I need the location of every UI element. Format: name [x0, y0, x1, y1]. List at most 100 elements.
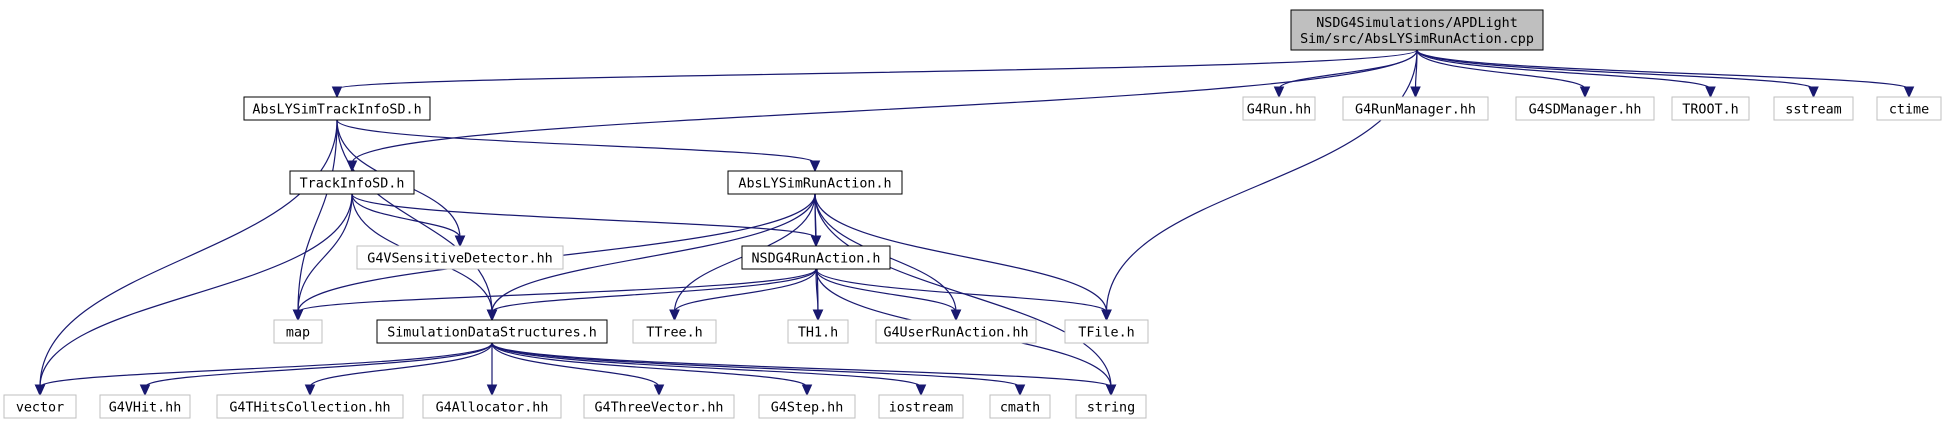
edges-layer [34, 49, 1915, 397]
arrowhead-main-to-sstream [1808, 86, 1819, 99]
node-ctime: ctime [1876, 96, 1942, 121]
arrowhead-simdata-to-g4step [801, 384, 813, 397]
node-box-g4threevector [583, 394, 735, 419]
node-box-iostream [878, 394, 964, 419]
node-cmath: cmath [989, 394, 1051, 419]
edge-trackinfo_abs-to-runaction_abs [336, 119, 816, 164]
edge-main-to-ctime [1416, 49, 1910, 90]
arrowhead-trackinfo_abs-to-runaction_abs [809, 160, 821, 173]
node-box-ttree [632, 319, 717, 344]
node-label-g4step: G4Step.hh [771, 401, 844, 416]
node-box-string [1075, 394, 1147, 419]
node-box-trackinfosd [289, 170, 415, 195]
node-label-trackinfo_abs: AbsLYSimTrackInfoSD.h [252, 103, 421, 118]
node-label-map: map [286, 326, 310, 341]
arrowhead-nsdrunaction-to-simdata [486, 309, 498, 322]
node-trackinfo_abs[interactable]: AbsLYSimTrackInfoSD.h [243, 96, 431, 121]
node-label-main: NSDG4Simulations/APDLight [1316, 16, 1518, 31]
arrowhead-main-to-trackinfo_abs [331, 86, 343, 99]
edge-nsdrunaction-to-tfile [815, 268, 1108, 313]
edge-trackinfo_abs-to-map [297, 119, 338, 313]
arrowhead-main-to-g4run [1273, 86, 1285, 99]
edge-runaction_abs-to-tfile [814, 193, 1108, 313]
edge-nsdrunaction-to-simdata [491, 268, 817, 313]
node-label-simdata: SimulationDataStructures.h [387, 326, 597, 341]
edge-nsdrunaction-to-th1 [815, 268, 819, 313]
node-box-g4vsensitive [356, 245, 564, 270]
arrowhead-simdata-to-g4vhit [139, 384, 151, 397]
edge-simdata-to-iostream [491, 342, 922, 388]
node-iostream: iostream [878, 394, 964, 419]
arrowhead-nsdrunaction-to-th1 [812, 309, 824, 322]
node-box-nsdrunaction [741, 245, 891, 270]
edge-main-to-trackinfosd [351, 49, 1418, 164]
node-label-ctime: ctime [1889, 103, 1929, 118]
edge-runaction_abs-to-string [814, 193, 1112, 388]
node-g4step: G4Step.hh [758, 394, 856, 419]
node-box-sstream [1773, 96, 1854, 121]
node-nsdrunaction[interactable]: NSDG4RunAction.h [741, 245, 891, 270]
node-box-troot [1671, 96, 1750, 121]
arrowhead-nsdrunaction-to-g4userrunaction [950, 309, 962, 322]
node-box-trackinfo_abs [243, 96, 431, 121]
edge-trackinfosd-to-nsdrunaction [351, 193, 817, 239]
node-label-nsdrunaction: NSDG4RunAction.h [752, 252, 881, 267]
node-g4vhit: G4VHit.hh [99, 394, 191, 419]
edge-main-to-g4sdmanager [1416, 49, 1586, 90]
node-label-sstream: sstream [1785, 103, 1841, 118]
node-simdata[interactable]: SimulationDataStructures.h [376, 319, 608, 344]
node-box-vector [3, 394, 77, 419]
node-box-tfile [1064, 319, 1149, 344]
node-box-th1 [787, 319, 849, 344]
arrowhead-simdata-to-vector [34, 384, 46, 397]
node-label-ttree: TTree.h [646, 326, 702, 341]
edge-trackinfo_abs-to-vector [39, 119, 338, 388]
node-label-main: Sim/src/AbsLYSimRunAction.cpp [1300, 32, 1534, 47]
node-label-iostream: iostream [889, 401, 954, 416]
node-box-cmath [989, 394, 1051, 419]
node-g4allocator: G4Allocator.hh [422, 394, 562, 419]
arrowhead-nsdrunaction-to-map [292, 309, 304, 322]
node-label-g4sdmanager: G4SDManager.hh [1529, 103, 1642, 118]
node-label-g4vhit: G4VHit.hh [109, 401, 182, 416]
edge-simdata-to-string [491, 342, 1112, 388]
edge-runaction_abs-to-simdata [491, 193, 816, 313]
node-box-ctime [1876, 96, 1942, 121]
node-label-string: string [1087, 401, 1135, 416]
arrowhead-simdata-to-g4threevector [653, 384, 665, 397]
node-map: map [273, 319, 323, 344]
node-trackinfosd[interactable]: TrackInfoSD.h [289, 170, 415, 195]
node-sstream: sstream [1773, 96, 1854, 121]
edge-simdata-to-g4vhit [144, 342, 493, 388]
edge-trackinfosd-to-g4vsensitive [351, 193, 461, 239]
node-runaction_abs[interactable]: AbsLYSimRunAction.h [727, 170, 903, 195]
node-label-troot: TROOT.h [1682, 103, 1738, 118]
node-string: string [1075, 394, 1147, 419]
node-box-map [273, 319, 323, 344]
node-box-g4vhit [99, 394, 191, 419]
arrowhead-main-to-g4sdmanager [1579, 86, 1591, 99]
arrowhead-trackinfosd-to-g4vsensitive [454, 235, 466, 248]
node-label-g4run: G4Run.hh [1247, 103, 1312, 118]
edge-trackinfosd-to-vector [39, 193, 353, 388]
node-g4sdmanager: G4SDManager.hh [1515, 96, 1655, 121]
edge-main-to-tfile [1105, 49, 1418, 313]
node-label-cmath: cmath [1000, 401, 1040, 416]
arrowhead-simdata-to-cmath [1014, 384, 1026, 397]
node-main[interactable]: NSDG4Simulations/APDLightSim/src/AbsLYSi… [1290, 9, 1544, 51]
edge-main-to-troot [1416, 49, 1712, 90]
node-box-main [1290, 9, 1544, 51]
node-g4runmanager: G4RunManager.hh [1342, 96, 1489, 121]
node-box-g4sdmanager [1515, 96, 1655, 121]
node-box-g4userrunaction [875, 319, 1037, 344]
node-troot: TROOT.h [1671, 96, 1750, 121]
edge-simdata-to-g4step [491, 342, 808, 388]
arrowhead-main-to-ctime [1903, 86, 1915, 99]
edge-nsdrunaction-to-g4userrunaction [815, 268, 957, 313]
arrowhead-nsdrunaction-to-ttree [669, 309, 680, 322]
edge-main-to-sstream [1416, 49, 1815, 90]
edge-simdata-to-g4threevector [491, 342, 660, 388]
node-box-simdata [376, 319, 608, 344]
node-th1: TH1.h [787, 319, 849, 344]
